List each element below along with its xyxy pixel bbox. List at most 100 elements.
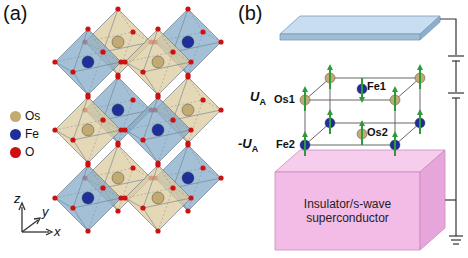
panel-label: (a) [3, 2, 27, 24]
octahedron-edge [173, 110, 221, 120]
substrate-block [275, 150, 445, 250]
octahedron-edge [173, 42, 221, 52]
octahedron-edge [125, 62, 143, 72]
octahedron-face [55, 29, 121, 95]
panel-label: (b) [238, 2, 262, 24]
o-atom [85, 162, 90, 167]
o-atom [130, 29, 135, 34]
o-atom [200, 97, 205, 102]
atom-label: A [252, 145, 259, 155]
spin-arrow [329, 67, 331, 89]
box-text: Insulator/s-wave superconductor [277, 197, 418, 226]
o-atom [218, 39, 223, 44]
fe-atom [82, 56, 94, 68]
o-atom [170, 185, 175, 190]
spin-arrow [394, 89, 396, 111]
octahedron-edge [158, 29, 173, 52]
fe-atom [182, 172, 194, 184]
octahedron-edge [188, 9, 203, 32]
octahedron-edge [55, 62, 73, 72]
o-atom [140, 69, 145, 74]
o-atom [52, 127, 57, 132]
atom-label: U [250, 90, 259, 104]
octahedron-edge [158, 165, 173, 188]
spin-arrow [394, 134, 396, 156]
o-atom [218, 107, 223, 112]
o-atom [85, 26, 90, 31]
o-atom [170, 185, 175, 190]
fe-atom [112, 104, 124, 116]
octahedron-edge [173, 52, 191, 62]
o-atom [115, 6, 120, 11]
o-atom [115, 208, 120, 213]
octahedron [52, 162, 123, 233]
o-atom [155, 94, 160, 99]
octahedron [122, 94, 193, 165]
octahedron-edge [203, 32, 221, 42]
octahedron [122, 162, 193, 233]
octahedron-edge [55, 188, 103, 198]
octahedron-edge [55, 198, 73, 208]
legend-swatch [10, 111, 21, 122]
spin-arrow [304, 134, 306, 156]
o-atom [130, 165, 135, 170]
octahedron-edge [73, 130, 121, 140]
octahedron-edge [103, 120, 121, 130]
legend-swatch [10, 147, 21, 158]
o-atom [85, 228, 90, 233]
cell-edge [305, 123, 420, 145]
octahedron-face [125, 165, 191, 231]
octahedron-edge [55, 130, 73, 140]
o-atom [130, 97, 135, 102]
axis-label: y [42, 205, 49, 219]
atom-label: Os2 [367, 126, 388, 138]
o-atom [115, 74, 120, 79]
octahedron-edge [125, 52, 173, 62]
os-atom [152, 56, 164, 68]
legend-text: O [25, 146, 34, 159]
o-atom [52, 195, 57, 200]
octahedron-edge [55, 52, 103, 62]
o-atom [115, 142, 120, 147]
o-atom [122, 195, 127, 200]
atom-label: A [259, 98, 266, 108]
os-atom [152, 192, 164, 204]
octahedron-edge [118, 77, 133, 100]
o-atom [185, 142, 190, 147]
o-atom [185, 208, 190, 213]
spin-arrow [419, 112, 421, 134]
o-atom [188, 127, 193, 132]
o-atom [170, 117, 175, 122]
octahedron-edge [125, 198, 143, 208]
o-atom [70, 69, 75, 74]
octahedron-edge [125, 130, 143, 140]
spin-arrow [419, 67, 421, 89]
octahedron-edge [158, 97, 173, 120]
legend-text: Fe [25, 128, 39, 141]
octahedron-edge [88, 97, 103, 120]
octahedron [52, 94, 123, 165]
o-atom [85, 94, 90, 99]
octahedron-edge [143, 208, 158, 231]
axes [19, 203, 52, 235]
os-atom [182, 104, 194, 116]
octahedron-edge [73, 72, 88, 95]
o-atom [185, 74, 190, 79]
octahedron-edge [103, 52, 121, 62]
o-atom [185, 6, 190, 11]
octahedron-edge [173, 188, 191, 198]
octahedron-edge [203, 100, 221, 110]
atom-label: Fe2 [276, 138, 295, 150]
octahedron-edge [88, 29, 103, 52]
o-atom [170, 49, 175, 54]
o-atom [155, 162, 160, 167]
legend-swatch [10, 129, 21, 140]
os-atom [82, 124, 94, 136]
o-atom [155, 26, 160, 31]
o-atom [218, 175, 223, 180]
octahedron-edge [143, 62, 191, 72]
octahedron-edge [73, 208, 88, 231]
octahedron [122, 26, 193, 97]
legend-text: Os [25, 110, 40, 123]
